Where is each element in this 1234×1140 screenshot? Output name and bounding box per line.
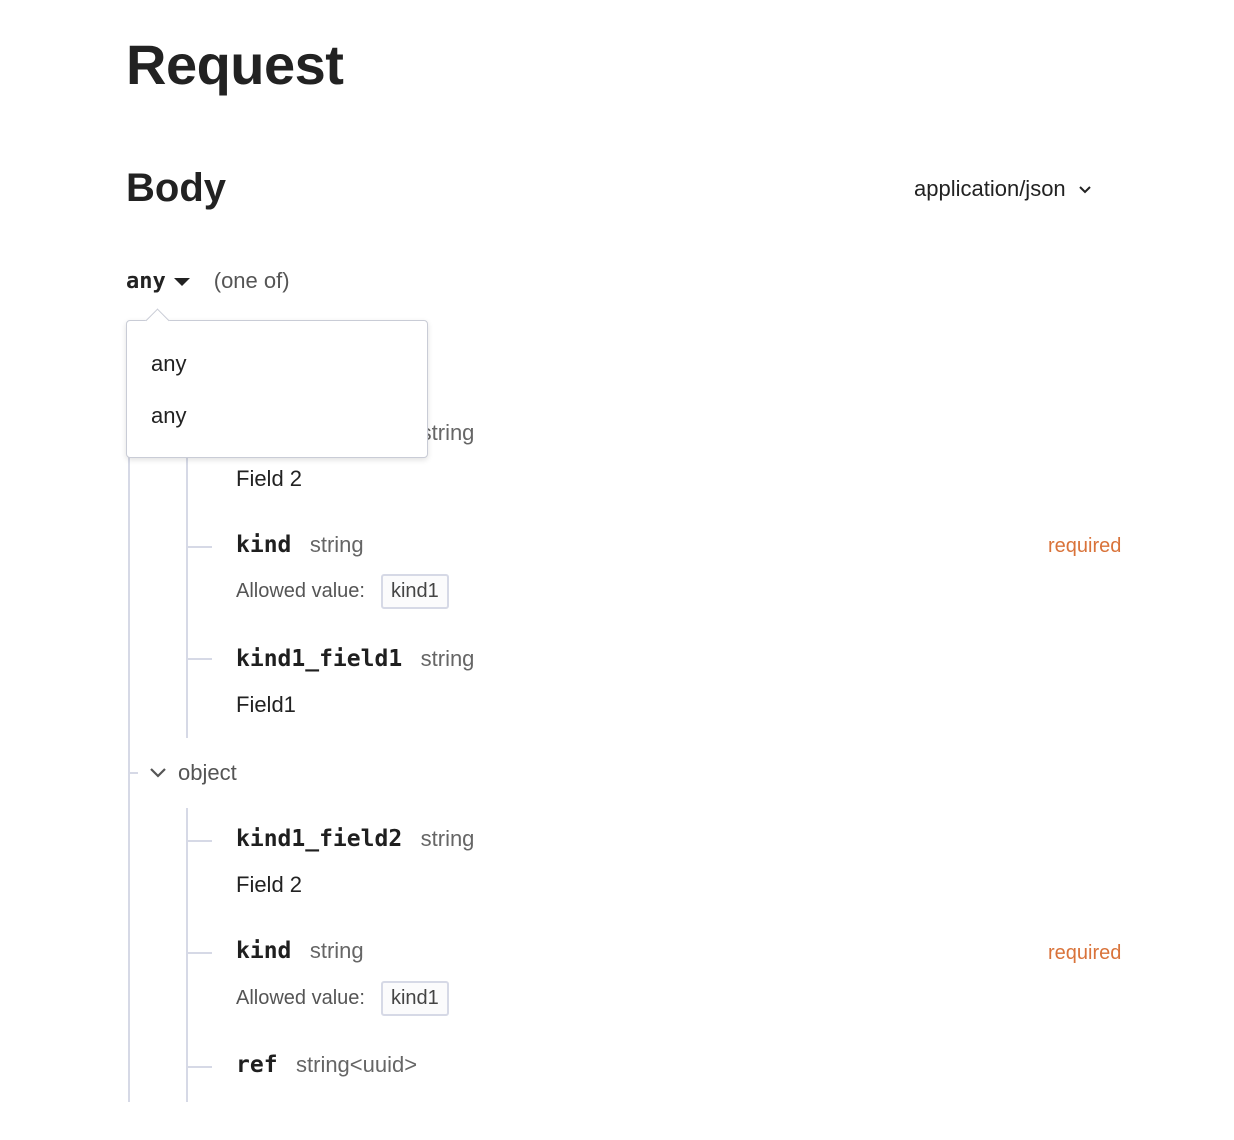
property-description: Field 2 (236, 466, 303, 491)
schema-selector[interactable]: any (one of) (126, 268, 290, 294)
dropdown-option[interactable]: any (151, 403, 187, 428)
allowed-value-row: Allowed value: kind1 (236, 574, 449, 609)
allowed-value-label: Allowed value: (236, 580, 365, 602)
property-name: kind1_field2 (236, 826, 403, 852)
schema-note: (one of) (213, 268, 290, 293)
media-type-select[interactable]: application/json (914, 176, 1092, 202)
tree-branch (186, 546, 212, 548)
property-description: Field1 (236, 692, 296, 717)
allowed-value-label: Allowed value: (236, 987, 365, 1009)
required-badge: required (1048, 535, 1122, 557)
tree-branch (186, 1066, 212, 1068)
chevron-down-icon (150, 768, 166, 778)
chevron-down-icon (1078, 186, 1091, 194)
schema-type-label: any (126, 268, 166, 294)
tree-branch (186, 658, 212, 660)
property-type: string (420, 646, 475, 671)
tree-branch (128, 772, 138, 774)
allowed-value-badge: kind1 (380, 981, 449, 1016)
property-name: ref (236, 1052, 278, 1078)
allowed-value-badge: kind1 (380, 574, 449, 609)
property-row: kind1_field2 string (236, 826, 474, 852)
property-type: string (309, 532, 364, 557)
allowed-value-row: Allowed value: kind1 (236, 981, 449, 1016)
property-row: kind1_field1 string (236, 646, 474, 672)
tree-branch (186, 840, 212, 842)
property-row: kind string (236, 532, 364, 558)
property-row: ref string<uuid> (236, 1052, 417, 1078)
object-label: object (178, 760, 237, 785)
caret-down-icon (173, 278, 190, 286)
tree-line-inner-2 (186, 808, 188, 1102)
dropdown-option[interactable]: any (151, 351, 187, 376)
schema-dropdown-menu: any any (126, 308, 428, 458)
property-type: string (420, 420, 475, 445)
property-name: kind1_field1 (236, 646, 403, 672)
required-badge: required (1048, 942, 1122, 964)
property-name: kind (236, 532, 292, 558)
property-type: string<uuid> (296, 1052, 418, 1077)
page-title: Request (126, 33, 344, 96)
property-row: kind string (236, 938, 364, 964)
property-name: kind (236, 938, 292, 964)
body-heading: Body (126, 166, 226, 210)
tree-branch (186, 952, 212, 954)
property-description: Field 2 (236, 872, 303, 897)
tree-line-outer (128, 456, 130, 1102)
property-type: string (420, 826, 475, 851)
tree-line-inner-1 (186, 456, 188, 738)
media-type-label: application/json (914, 176, 1066, 201)
property-type: string (309, 938, 364, 963)
dropdown-arrow (145, 308, 170, 333)
object-toggle[interactable]: object (148, 760, 237, 786)
